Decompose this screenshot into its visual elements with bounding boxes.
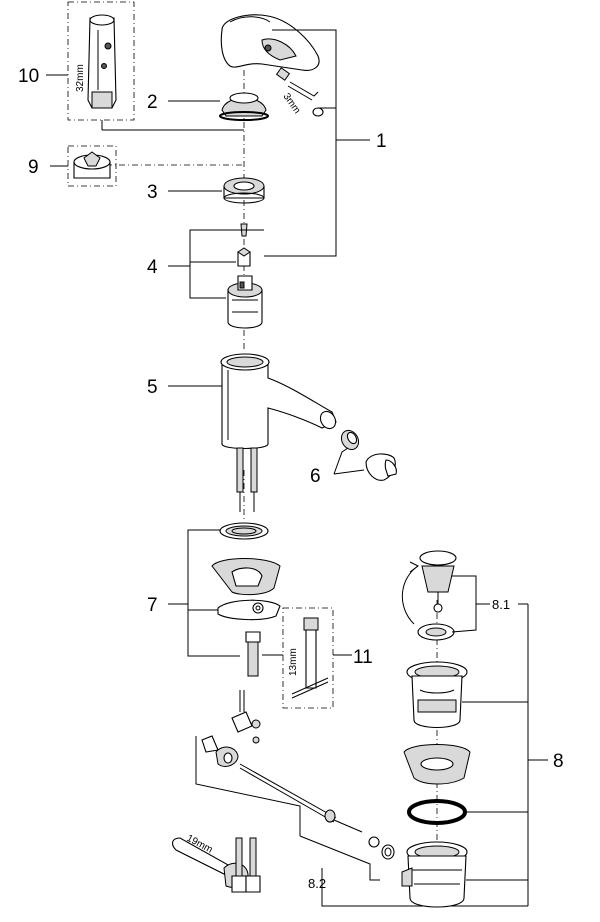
callout-6: 6: [310, 466, 321, 487]
callout-8-2: 8.2: [308, 876, 326, 891]
bracket-1-top: [272, 29, 337, 140]
callout-2: 2: [147, 92, 158, 113]
bracket-8-2-bottom: [321, 868, 528, 907]
bracket-8-2-right: [299, 835, 380, 881]
bracket-8-2-left: [195, 736, 301, 836]
part-8-2-popup-rod: [201, 690, 395, 860]
bracket-1-low: [264, 140, 337, 257]
part-9-insert: [67, 145, 117, 187]
part-8-waste: [401, 661, 471, 908]
wrench-19mm-and-hoses: [171, 837, 261, 893]
bracket-4: [189, 229, 264, 299]
part-5-mixer-body: [214, 353, 337, 512]
part-6-spray: [340, 429, 397, 481]
part-7-fixing-set: [211, 522, 281, 677]
callout-5: 5: [147, 377, 158, 398]
dim-32mm: 32mm: [75, 64, 86, 92]
callout-4: 4: [147, 257, 158, 278]
part-2-rosette: [219, 92, 269, 121]
callout-7: 7: [147, 595, 158, 616]
leader-6a: [333, 447, 349, 475]
part-11-tool-13mm: [282, 607, 334, 709]
callout-10: 10: [18, 66, 39, 87]
bracket-7: [187, 529, 240, 657]
part-8-1-plug: [401, 550, 457, 641]
part-11-box: [282, 607, 334, 709]
part-3-nut: [223, 177, 265, 204]
callout-8: 8: [553, 751, 564, 772]
callout-9: 9: [28, 157, 39, 178]
callout-8-1: 8.1: [492, 597, 510, 612]
bracket-8-1: [451, 575, 477, 633]
callout-11: 11: [353, 647, 373, 668]
dim-3mm: 3mm: [281, 91, 303, 116]
part-1-handle: [220, 14, 324, 117]
part-10-box: [67, 1, 135, 121]
callout-1: 1: [376, 131, 387, 152]
dim-13mm: 13mm: [288, 648, 299, 676]
part-4-cartridge: [227, 223, 263, 329]
callout-3: 3: [147, 182, 158, 203]
leader-6b: [333, 469, 365, 475]
part-10-tool-32mm: [67, 1, 244, 131]
